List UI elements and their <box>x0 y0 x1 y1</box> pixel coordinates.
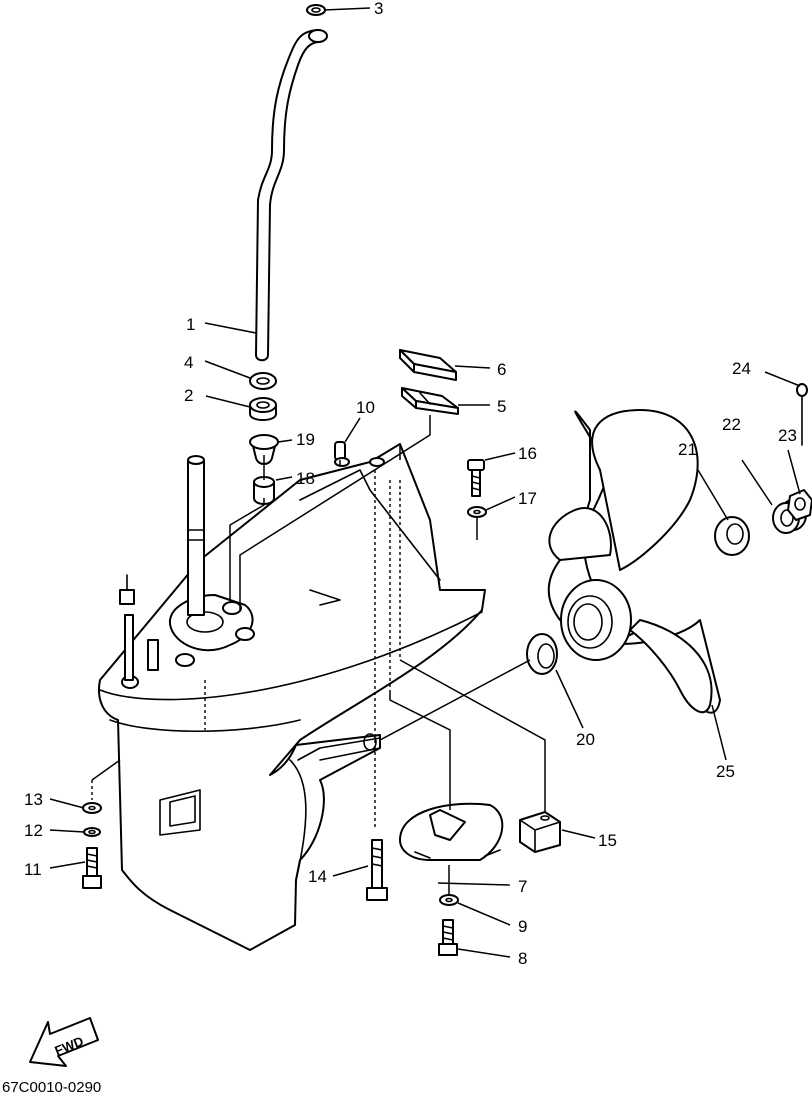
drive-shaft <box>187 455 205 616</box>
callout-18: 18 <box>296 469 315 488</box>
trim-tab <box>399 802 504 861</box>
callout-6: 6 <box>497 360 506 379</box>
callout-22: 22 <box>722 415 741 434</box>
callout-14: 14 <box>308 867 327 886</box>
callout-1: 1 <box>186 315 195 334</box>
propeller <box>547 409 721 714</box>
washer-13 <box>82 802 102 814</box>
bolt-trim-tab <box>438 919 458 956</box>
callout-11: 11 <box>24 860 42 879</box>
callout-10: 10 <box>356 398 375 417</box>
callout-7: 7 <box>518 877 527 896</box>
seal-collar <box>249 434 279 465</box>
fwd-arrow-icon: FWD <box>29 1017 99 1067</box>
long-bolt <box>366 839 388 901</box>
callout-24: 24 <box>732 359 751 378</box>
water-seal <box>249 397 277 421</box>
callout-2: 2 <box>184 386 193 405</box>
callout-16: 16 <box>518 444 537 463</box>
seal-washer <box>249 372 277 390</box>
bolt-11 <box>82 847 102 889</box>
cotter-pin <box>796 383 808 446</box>
stud <box>147 639 159 671</box>
callout-25: 25 <box>716 762 735 781</box>
shift-rod <box>119 574 135 681</box>
washer-12 <box>83 827 101 837</box>
bolt-upper <box>467 459 485 497</box>
lower-casing <box>98 443 486 951</box>
rubber-seal-lower <box>401 387 459 415</box>
callout-3: 3 <box>374 0 383 18</box>
thrust-washer <box>714 516 750 556</box>
callout-15: 15 <box>598 831 617 850</box>
diagram-code: 67C0010-0290 <box>2 1079 101 1095</box>
assembly-lines <box>91 415 546 895</box>
callout-20: 20 <box>576 730 595 749</box>
callout-17: 17 <box>518 489 537 508</box>
callout-9: 9 <box>518 917 527 936</box>
callout-4: 4 <box>184 353 193 372</box>
propeller-nut <box>787 489 812 521</box>
callout-13: 13 <box>24 790 43 809</box>
washer-upper <box>467 506 487 518</box>
thrust-bushing <box>526 633 558 675</box>
grommet <box>306 4 326 16</box>
callout-23: 23 <box>778 426 797 445</box>
rubber-seal-upper <box>399 349 457 381</box>
water-tube <box>255 29 328 362</box>
callout-19: 19 <box>296 430 315 449</box>
callout-numbers: 1 2 3 4 5 6 7 8 9 10 11 12 13 14 15 16 1… <box>24 0 797 968</box>
callout-21: 21 <box>678 440 697 459</box>
anode <box>519 811 561 853</box>
callout-leaders <box>49 7 801 958</box>
callout-5: 5 <box>497 397 506 416</box>
callout-8: 8 <box>518 949 527 968</box>
callout-12: 12 <box>24 821 43 840</box>
spacer-sleeve <box>253 476 275 505</box>
washer-trim-tab <box>439 894 459 906</box>
